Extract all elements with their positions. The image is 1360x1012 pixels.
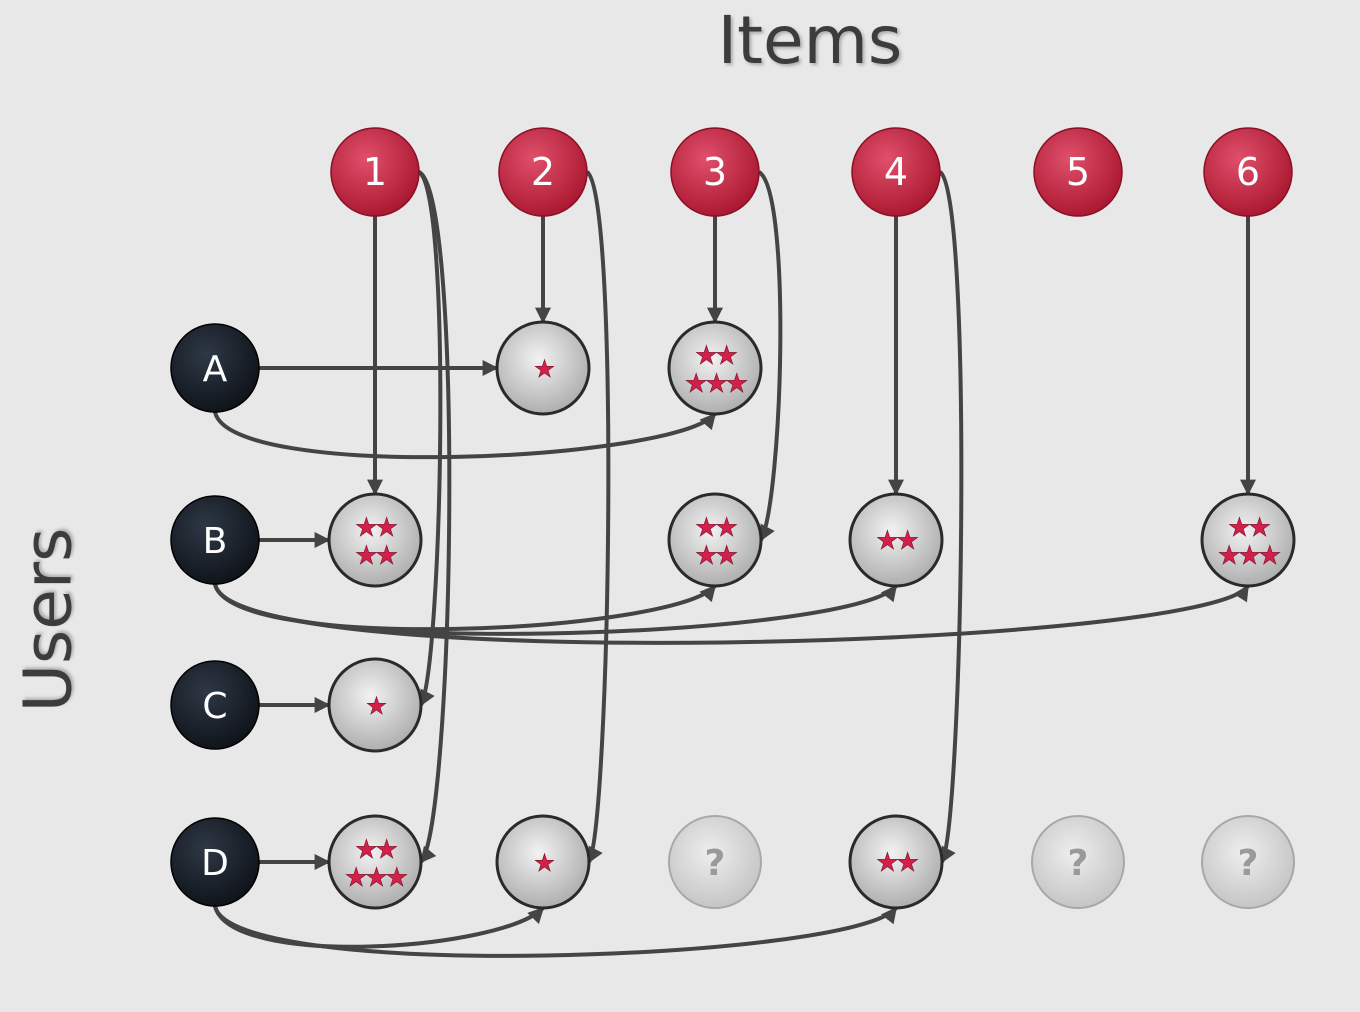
edges xyxy=(213,170,1256,958)
user-circle xyxy=(170,660,260,750)
user-node-B: B xyxy=(170,495,260,585)
rating-node-B-6: ★★★★★ xyxy=(1200,492,1296,588)
rating-node-B-3: ★★★★ xyxy=(667,492,763,588)
rating-node-C-1: ★ xyxy=(327,657,423,753)
star-rating-icon: ★★ xyxy=(876,848,918,878)
user-edge-B-4 xyxy=(213,583,898,636)
item-node-1: 1 xyxy=(330,127,420,217)
user-circle xyxy=(170,323,260,413)
rating-node-D-6: ? xyxy=(1201,815,1295,909)
item-circle xyxy=(1203,127,1293,217)
item-circle xyxy=(851,127,941,217)
item-edge-1-D xyxy=(417,170,452,864)
rating-circle xyxy=(327,492,423,588)
question-mark-icon: ? xyxy=(705,843,726,884)
star-rating-icon: ★★ xyxy=(355,513,397,543)
item-node-5: 5 xyxy=(1033,127,1123,217)
user-circle xyxy=(170,495,260,585)
items-axis-title: Items xyxy=(717,2,903,79)
star-rating-icon: ★ xyxy=(366,692,386,720)
user-edge-A-3 xyxy=(213,411,717,460)
rating-node-A-2: ★ xyxy=(495,320,591,416)
unknown-rating-circle xyxy=(1201,815,1295,909)
item-node-3: 3 xyxy=(670,127,760,217)
unknown-rating-circle xyxy=(668,815,762,909)
question-mark-icon: ? xyxy=(1068,843,1089,884)
star-rating-icon: ★★★ xyxy=(345,863,408,893)
user-node-C: C xyxy=(170,660,260,750)
star-rating-icon: ★★ xyxy=(1228,513,1270,543)
item-node-4: 4 xyxy=(851,127,941,217)
item-label: 5 xyxy=(1066,150,1090,194)
item-edge-1-C xyxy=(417,170,443,707)
star-rating-icon: ★★ xyxy=(695,541,737,571)
rating-node-D-4: ★★ xyxy=(848,814,944,910)
star-rating-icon: ★★ xyxy=(355,541,397,571)
star-rating-icon: ★★ xyxy=(876,526,918,556)
rating-circle xyxy=(848,492,944,588)
rating-node-D-1: ★★★★★ xyxy=(327,814,423,910)
rating-node-B-1: ★★★★ xyxy=(327,492,423,588)
item-label: 2 xyxy=(531,150,555,194)
user-circle xyxy=(170,817,260,907)
user-label: B xyxy=(203,521,228,562)
rating-node-D-5: ? xyxy=(1031,815,1125,909)
user-label: A xyxy=(203,349,228,390)
rating-circle xyxy=(495,320,591,416)
rating-circle xyxy=(1200,492,1296,588)
star-rating-icon: ★ xyxy=(534,849,554,877)
item-node-2: 2 xyxy=(498,127,588,217)
item-circle xyxy=(670,127,760,217)
item-circle xyxy=(1033,127,1123,217)
star-rating-icon: ★ xyxy=(534,355,554,383)
question-mark-icon: ? xyxy=(1238,843,1259,884)
rating-node-B-4: ★★ xyxy=(848,492,944,588)
unknown-rating-circle xyxy=(1031,815,1125,909)
rating-node-D-3: ? xyxy=(668,815,762,909)
rating-circle xyxy=(667,320,763,416)
star-rating-icon: ★★★ xyxy=(1218,541,1281,571)
star-rating-icon: ★★★ xyxy=(685,369,748,399)
rating-circle xyxy=(495,814,591,910)
star-rating-icon: ★★ xyxy=(355,835,397,865)
user-edge-D-2 xyxy=(213,905,545,949)
item-label: 4 xyxy=(884,150,908,194)
item-edge-4-D xyxy=(938,170,964,864)
item-circle xyxy=(498,127,588,217)
user-edge-D-4 xyxy=(213,905,898,958)
user-node-D: D xyxy=(170,817,260,907)
rating-node-A-3: ★★★★★ xyxy=(667,320,763,416)
item-circle xyxy=(330,127,420,217)
rating-circle xyxy=(848,814,944,910)
item-node-6: 6 xyxy=(1203,127,1293,217)
rating-circle xyxy=(327,657,423,753)
user-edge-B-3 xyxy=(213,583,717,632)
item-edge-2-D xyxy=(585,170,611,864)
rating-circle xyxy=(327,814,423,910)
item-label: 6 xyxy=(1236,150,1260,194)
user-label: D xyxy=(201,843,229,884)
rating-circle xyxy=(667,492,763,588)
user-label: C xyxy=(202,686,227,727)
item-label: 1 xyxy=(363,150,387,194)
item-label: 3 xyxy=(703,150,727,194)
user-edge-B-6 xyxy=(213,583,1250,645)
star-rating-icon: ★★ xyxy=(695,341,737,371)
star-rating-icon: ★★ xyxy=(695,513,737,543)
user-node-A: A xyxy=(170,323,260,413)
item-edge-3-B xyxy=(757,170,783,542)
rating-node-D-2: ★ xyxy=(495,814,591,910)
